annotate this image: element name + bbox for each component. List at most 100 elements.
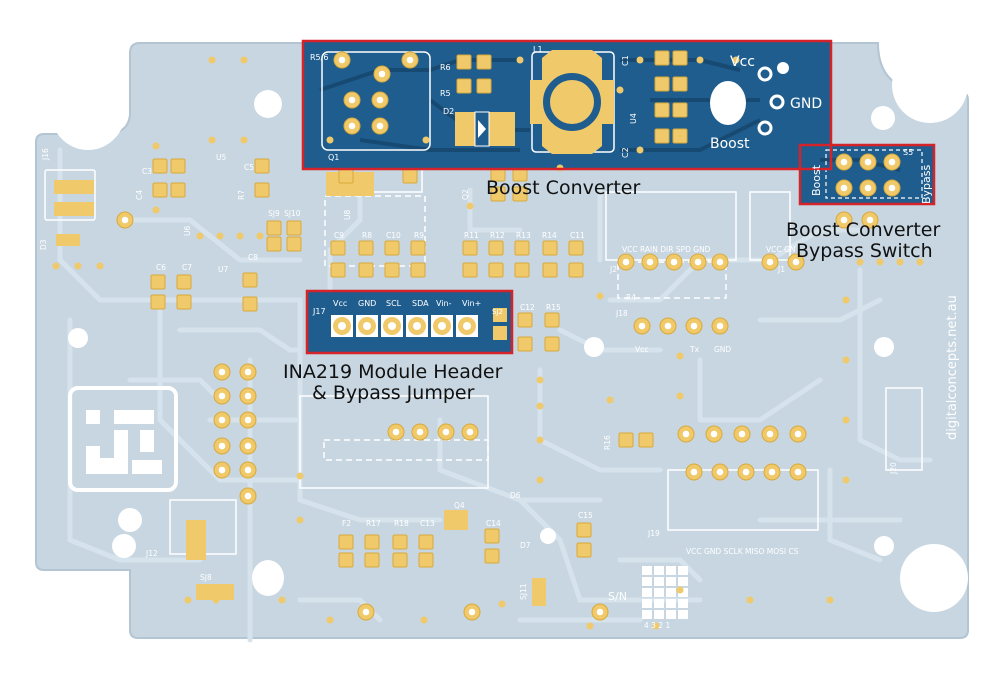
label-c1: C1 (621, 55, 630, 66)
switch-pad (835, 153, 853, 171)
sn-cell (654, 577, 664, 586)
via (326, 616, 334, 624)
silk-label-c14: C14 (486, 519, 501, 528)
smd-pad (364, 534, 380, 550)
smd-pad (170, 158, 186, 174)
header-pin (331, 315, 353, 337)
smd-pad (242, 272, 258, 288)
silk-label-r4: R4 (626, 293, 636, 302)
label-d2: D2 (443, 107, 454, 116)
through-hole-pad (461, 423, 479, 441)
header-pin-gnd: GND (358, 299, 376, 308)
label-vcc: Vcc (730, 54, 755, 70)
via (208, 56, 216, 64)
smd-pad (418, 534, 434, 550)
caption-bypass-switch-line1: Boost Converter (786, 219, 941, 241)
silk-label-r7: R7 (237, 190, 246, 200)
via (676, 586, 684, 594)
via (596, 292, 604, 300)
via (536, 402, 544, 410)
silk-label-j12: J12 (145, 549, 158, 558)
through-hole-pad (239, 437, 257, 455)
through-hole-pad (437, 423, 455, 441)
component-pads (52, 56, 924, 630)
silk-label-j2: J2 (609, 265, 617, 274)
through-hole-pad (685, 317, 703, 335)
boost-via (616, 86, 624, 94)
through-hole-pad (659, 317, 677, 335)
via (278, 596, 286, 604)
silk-label-u7: U7 (218, 265, 228, 274)
silk-label-sj11: SJ11 (519, 583, 528, 600)
boost-via (516, 56, 524, 64)
sn-cell (678, 577, 688, 586)
via (236, 232, 244, 240)
header-pin (356, 315, 378, 337)
through-hole-pad (357, 603, 375, 621)
pot-pad (371, 91, 389, 109)
header-pin-sda: SDA (412, 299, 429, 308)
via (536, 376, 544, 384)
via (586, 622, 594, 630)
label-q1: Q1 (328, 153, 339, 162)
via (96, 262, 104, 270)
silk-label-r13: R13 (516, 231, 531, 240)
sn-cell (678, 610, 688, 619)
boost-smd-pad (476, 78, 492, 94)
silk-label-j19-pins: VCC GND SCLK MISO MOSI CS (686, 547, 799, 556)
silk-label-c7: C7 (182, 263, 192, 272)
smd-pad (514, 262, 530, 278)
through-hole-pad (239, 487, 257, 505)
via (184, 596, 192, 604)
header-pin-vin-minus: Vin- (436, 299, 452, 308)
smd-pad (338, 552, 354, 568)
silk-label-r15: R15 (546, 303, 561, 312)
label-r56: R5/6 (310, 53, 328, 62)
smd-pad (150, 274, 166, 290)
silk-label-j18: J18 (615, 309, 628, 318)
via (842, 476, 850, 484)
switch-pad (883, 179, 901, 197)
silk-label-sj8: SJ8 (200, 573, 212, 582)
switch-pad (883, 153, 901, 171)
via (152, 142, 160, 150)
smd-pad (488, 240, 504, 256)
boost-smd-pad (654, 50, 670, 66)
smd-pad (544, 312, 560, 328)
pad-block (214, 584, 234, 600)
through-hole-pad (239, 387, 257, 405)
boost-smd-pad (456, 78, 472, 94)
smd-pad (286, 220, 302, 236)
silk-label-r18: R18 (394, 519, 409, 528)
via (676, 392, 684, 400)
through-hole-pad (116, 211, 134, 229)
through-hole-pad (711, 253, 729, 271)
boost-converter-highlight (301, 39, 833, 171)
silk-label-j1-pins: VCC GN (766, 245, 795, 254)
through-hole-pad (711, 463, 729, 481)
smd-pad (338, 534, 354, 550)
smd-pad (517, 336, 533, 352)
smd-pad (242, 296, 258, 312)
through-hole-pad (677, 425, 695, 443)
boost-via (636, 56, 644, 64)
smd-pad (358, 262, 374, 278)
silk-label-website: digitalconcepts.net.au (945, 295, 960, 440)
smd-pad (254, 182, 270, 198)
label-u4: U4 (629, 113, 638, 124)
through-hole-pad (239, 411, 257, 429)
header-pin (431, 315, 453, 337)
smd-pad (150, 294, 166, 310)
smd-pad (392, 552, 408, 568)
label-switch-boost: Boost (810, 164, 823, 196)
silk-label-c11: C11 (570, 231, 585, 240)
via (152, 206, 160, 214)
label-r5: R5 (440, 89, 451, 98)
smd-pad (358, 240, 374, 256)
silk-label-r16: R16 (603, 435, 612, 450)
smd-pad (176, 294, 192, 310)
smd-pad (514, 240, 530, 256)
via (842, 416, 850, 424)
smd-pad (568, 262, 584, 278)
sn-cell (666, 577, 676, 586)
